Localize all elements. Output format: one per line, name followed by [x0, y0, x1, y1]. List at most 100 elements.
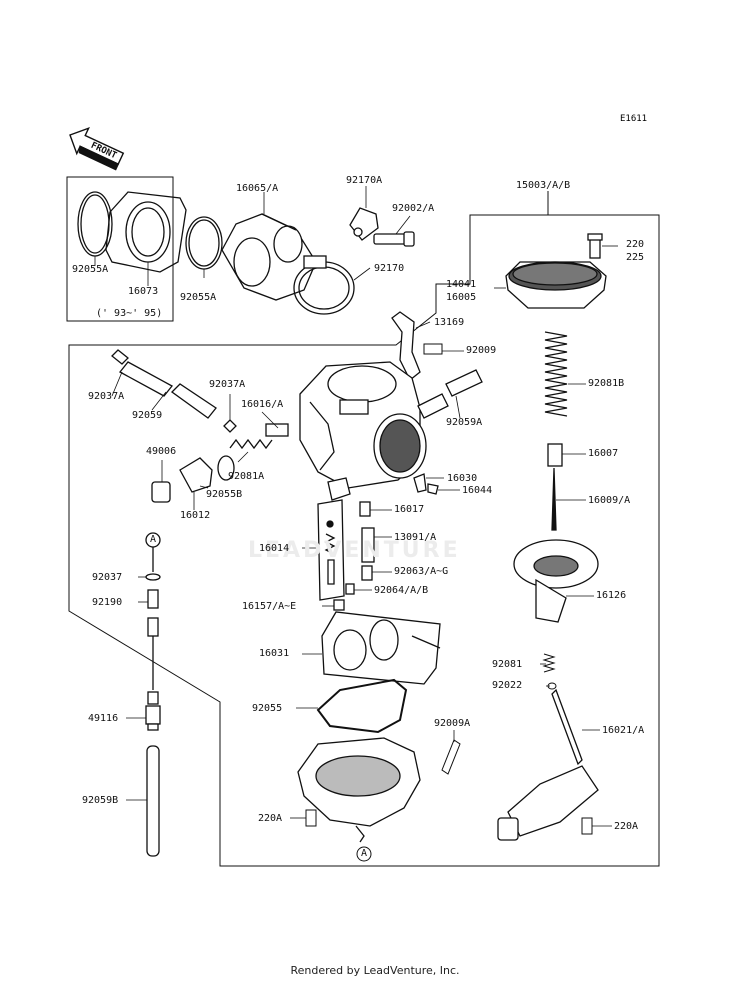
part-label-16157: 16157/A~E — [242, 601, 297, 612]
leader-lines — [94, 186, 618, 827]
screw-220A-right — [581, 817, 593, 835]
jet-needle-16009 — [551, 467, 557, 531]
bracket-13169 — [391, 311, 421, 382]
part-label-92059B: 92059B — [82, 795, 119, 806]
fitting-49116 — [145, 705, 161, 725]
part-label-92022: 92022 — [492, 680, 523, 691]
front-arrow-icon — [69, 126, 125, 171]
part-label-16017: 16017 — [394, 504, 425, 515]
bolt-92002 — [373, 233, 409, 245]
flange-16073 — [105, 191, 187, 273]
part-label-13169: 13169 — [434, 317, 465, 328]
part-label-92081B: 92081B — [588, 378, 625, 389]
hose-92190-b — [147, 617, 159, 637]
o-ring-92055A — [185, 216, 223, 270]
top-cap-14041 — [505, 233, 607, 309]
part-label-16007: 16007 — [588, 448, 619, 459]
part-label-92009A: 92009A — [434, 718, 471, 729]
screw-220A-left — [305, 809, 317, 827]
part-label-92081: 92081 — [492, 659, 523, 670]
needle-holder-16007 — [547, 443, 563, 467]
jet-92063 — [361, 565, 373, 581]
fitting-49116-top — [147, 691, 159, 705]
part-label-92170A: 92170A — [346, 175, 383, 186]
screw-92009A — [441, 739, 461, 775]
part-label-92059A: 92059A — [446, 417, 483, 428]
clamp-92170 — [293, 255, 355, 315]
part-label-92037A-left: 92037A — [88, 391, 125, 402]
part-label-225: 225 — [626, 252, 645, 263]
float-16031 — [321, 611, 441, 685]
part-label-92055A-left: 92055A — [72, 264, 109, 275]
clip-92037 — [145, 573, 161, 581]
watermark: LEADVENTURE — [248, 538, 461, 563]
part-label-92055B: 92055B — [206, 489, 243, 500]
assembly-outline — [68, 214, 660, 867]
part-label-16005: 16005 — [446, 292, 477, 303]
part-label-92055: 92055 — [252, 703, 283, 714]
diaphragm-16126 — [513, 539, 599, 623]
hose-92190-a — [147, 589, 159, 609]
part-label-92063: 92063/A~G — [394, 566, 449, 577]
ref-a-bottom-circle — [356, 846, 372, 862]
part-label-92002A: 92002/A — [392, 203, 435, 214]
float-bowl — [297, 737, 421, 843]
part-label-92170: 92170 — [374, 263, 405, 274]
part-label-92009: 92009 — [466, 345, 497, 356]
part-label-49006: 49006 — [146, 446, 177, 457]
part-label-92190: 92190 — [92, 597, 123, 608]
screw-16016A — [265, 423, 289, 437]
part-label-220: 220 — [626, 239, 645, 250]
needle-jet-13091 — [361, 527, 375, 563]
footer-credit: Rendered by LeadVenture, Inc. — [290, 964, 460, 977]
part-label-a-top: A — [150, 534, 157, 545]
diagram-code: E1611 — [620, 114, 648, 124]
valve-16012 — [179, 457, 213, 493]
part-label-49116: 49116 — [88, 713, 119, 724]
part-label-16021A: 16021/A — [602, 725, 645, 736]
part-label-92055A-right: 92055A — [180, 292, 217, 303]
part-label-16065A: 16065/A — [236, 183, 279, 194]
clip-92037A-left — [111, 349, 129, 365]
part-label-220A-right: 220A — [614, 821, 639, 832]
hose-92059A — [417, 369, 483, 419]
part-label-16009A: 16009/A — [588, 495, 631, 506]
part-label-15003AB: 15003/A/B — [516, 180, 571, 191]
holder-16065 — [221, 213, 317, 301]
part-label-16044: 16044 — [462, 485, 493, 496]
spring-92081 — [542, 653, 556, 673]
jet-16017 — [359, 501, 371, 517]
part-label-13091A: 13091/A — [394, 532, 437, 543]
screw-92009 — [423, 343, 443, 355]
part-label-220A-left: 220A — [258, 813, 283, 824]
cap-49006 — [151, 481, 171, 503]
spring-92081B — [544, 331, 568, 417]
inset-box — [66, 176, 174, 322]
part-label-92064: 92064/A/B — [374, 585, 429, 596]
part-label-a-bottom: A — [361, 848, 368, 859]
part-label-16126: 16126 — [596, 590, 627, 601]
part-label-93-95: (' 93~' 95) — [96, 308, 163, 319]
jet-16157 — [333, 599, 345, 611]
part-label-14041: 14041 — [446, 279, 477, 290]
clip-16044 — [427, 483, 439, 495]
choke-lever-16021 — [497, 688, 599, 841]
screw-16030 — [413, 473, 427, 493]
part-label-92037: 92037 — [92, 572, 123, 583]
float-valve-16014 — [317, 499, 345, 601]
clip-92037A-right — [223, 419, 237, 433]
carburetor-body — [299, 361, 427, 501]
part-label-92037A-right: 92037A — [209, 379, 246, 390]
part-label-92059: 92059 — [132, 410, 163, 421]
part-label-92081A: 92081A — [228, 471, 265, 482]
tube-92059B — [146, 745, 160, 857]
part-label-16031: 16031 — [259, 648, 290, 659]
part-label-16073: 16073 — [128, 286, 159, 297]
o-ring-92055B — [217, 455, 235, 481]
jet-92064 — [345, 583, 355, 595]
hose-92059 — [119, 361, 173, 397]
part-label-16016A: 16016/A — [241, 399, 284, 410]
part-label-16014: 16014 — [259, 543, 290, 554]
